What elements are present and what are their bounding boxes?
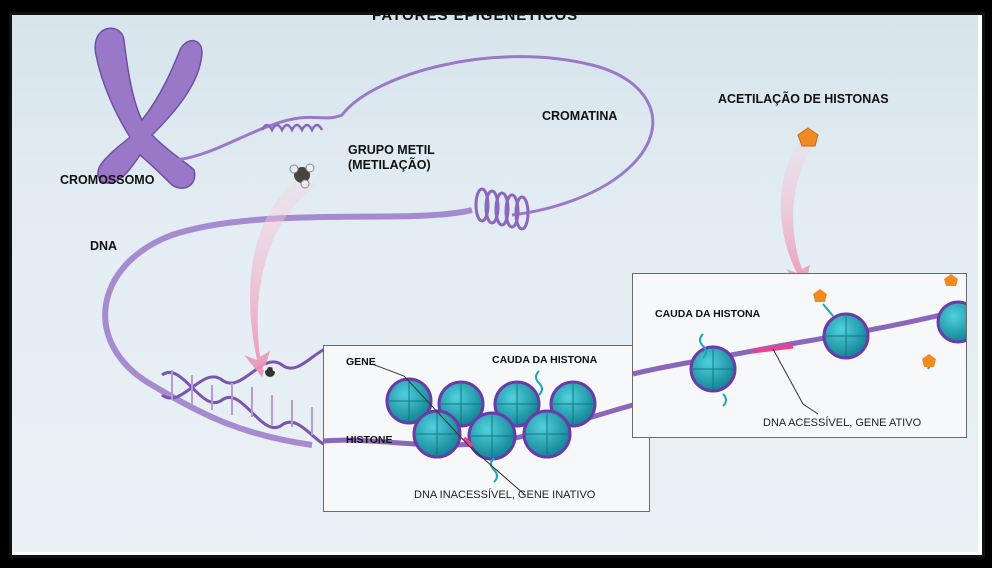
inset-active-art (633, 274, 966, 437)
chromatin-solenoid (476, 189, 528, 229)
diagram-canvas: FATORES EPIGENÉTICOS (12, 15, 978, 552)
methyl-arrow (244, 175, 317, 377)
chromosome-shape (95, 28, 202, 188)
histone-acetylation-label: ACETILAÇÃO DE HISTONAS (718, 92, 889, 106)
chromatin-fiber (177, 57, 653, 215)
methyl-group-label: GRUPO METIL (348, 143, 435, 157)
histone-label: HISTONE (346, 434, 392, 446)
chromosome-label: CROMOSSOMO (60, 173, 154, 187)
inactive-caption: DNA INACESSÍVEL, GENE INATIVO (414, 489, 595, 501)
methyl-group-small-icon (263, 366, 278, 378)
inset-inactive-art (324, 346, 649, 511)
inset-active-gene: CAUDA DA HISTONA DNA ACESSÍVEL, GENE ATI… (632, 273, 967, 438)
histone-tail-label-left: CAUDA DA HISTONA (492, 354, 597, 366)
gene-label: GENE (346, 356, 376, 368)
acetyl-arrow (781, 140, 814, 291)
methylation-label: (METILAÇÃO) (348, 158, 431, 172)
histone-tail-label-right: CAUDA DA HISTONA (655, 308, 760, 320)
active-caption: DNA ACESSÍVEL, GENE ATIVO (763, 417, 921, 429)
chromatin-label: CROMATINA (542, 109, 617, 123)
acetyl-group-icon (798, 128, 818, 146)
inset-inactive-gene: GENE CAUDA DA HISTONA HISTONE DNA INACES… (323, 345, 650, 512)
dna-label: DNA (90, 239, 117, 253)
